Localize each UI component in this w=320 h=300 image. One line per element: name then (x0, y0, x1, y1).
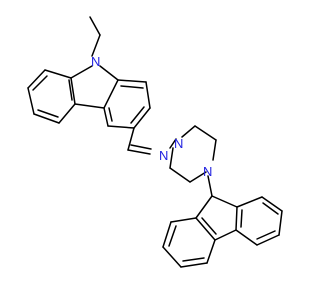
bond-right-ring-5 (103, 107, 109, 127)
bond-carbazole-c4a-c4b (74, 103, 105, 109)
atom-labels-group: N N N N (91, 54, 212, 179)
bonds-group (27, 16, 283, 268)
bond-carbazole-c9a-c9b (70, 77, 76, 105)
bond-ethyl-ch3 (89, 16, 101, 36)
bond-piperazine-1 (181, 125, 196, 138)
bond-right-ring-3 (133, 107, 151, 129)
bond-fl-left-3 (162, 221, 172, 248)
bond-right-ring-3-double (130, 106, 145, 124)
bond-piperazine-n-fluorenyl (207, 175, 213, 197)
bond-piperazine-2 (194, 125, 217, 141)
bond-fl-left-4 (162, 246, 182, 268)
bond-fl-left-1 (195, 217, 216, 241)
bond-imine-n-piperazine-n (169, 138, 177, 149)
bond-fl-left-5 (180, 262, 208, 268)
atom-n-piperazine-top: N (174, 136, 183, 151)
bond-fl-right-1 (235, 206, 238, 231)
bond-left-ring-3 (27, 87, 35, 115)
bond-fluorene-c9-left (195, 195, 213, 219)
bond-piperazine-4 (189, 171, 207, 183)
atom-n-carbazole: N (91, 54, 100, 69)
bond-right-ring-5-double (108, 107, 113, 122)
bond-fl-right-2 (236, 196, 263, 208)
bond-left-ring-5 (58, 103, 76, 124)
bond-left-ring-2-double (32, 75, 48, 91)
bond-piperazine-6 (169, 147, 174, 169)
bond-fl-left-6 (206, 239, 216, 264)
atom-n-imine: N (159, 148, 168, 163)
bond-left-ring-4 (33, 113, 60, 124)
bond-methine-imine (127, 149, 151, 155)
bond-fl-right-1-double (240, 209, 243, 228)
bond-right-ring-2 (145, 81, 151, 109)
bond-left-ring-4-double (37, 109, 59, 118)
bond-carbazole-n-c1 (70, 65, 93, 79)
bond-fl-right-5 (256, 234, 280, 246)
bond-ring-to-methine (127, 127, 135, 151)
bond-left-ring-6-double (68, 79, 73, 101)
bond-fluorene-right-left-link (214, 229, 237, 241)
molecule-structure: N N N N (27, 16, 283, 268)
atom-n-piperazine-bottom: N (203, 164, 212, 179)
bond-right-ring-4 (107, 125, 135, 129)
bond-fl-right-3-double (262, 202, 279, 215)
bond-left-ring-2 (27, 69, 46, 89)
bond-fl-right-5-double (256, 230, 276, 240)
bond-fl-right-3 (261, 196, 283, 212)
bond-fl-right-4 (278, 210, 283, 236)
bond-methine-imine-double (130, 144, 152, 150)
bond-fl-left-5-double (182, 257, 205, 262)
bond-ethyl-ch2 (91, 34, 101, 57)
bond-carbazole-n-c2 (99, 65, 119, 81)
bond-fl-right-6 (235, 229, 258, 246)
bond-piperazine-5 (169, 167, 191, 183)
bond-right-ring-1 (117, 79, 147, 83)
bond-left-ring-1 (44, 69, 72, 79)
bond-fl-left-3-double (168, 225, 177, 247)
bond-fluorene-c9-right (211, 195, 238, 208)
bond-right-ring-1-double (120, 85, 144, 89)
bond-piperazine-3 (212, 139, 217, 161)
bond-fl-left-1-double (201, 217, 217, 235)
bond-carbazole-c4b-c8a (103, 79, 119, 109)
bond-fl-left-2 (170, 217, 197, 223)
